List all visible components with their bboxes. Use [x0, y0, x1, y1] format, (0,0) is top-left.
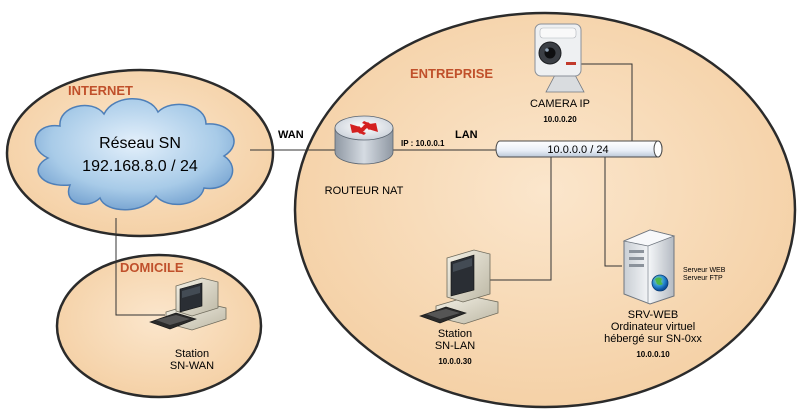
- cloud-label-subnet: 192.168.8.0 / 24: [82, 158, 198, 175]
- server-name-line-1: SRV-WEB: [628, 309, 679, 321]
- server-name-line-3: hébergé sur SN-0xx: [604, 333, 702, 345]
- links: [115, 63, 633, 316]
- camera-name-label: CAMERA IP: [530, 98, 590, 110]
- computer-icon-lan: [419, 249, 499, 325]
- station-wan-name-line-1: Station: [175, 348, 209, 360]
- server-link: [604, 157, 622, 267]
- station-wan-name-line-2: SN-WAN: [170, 360, 214, 372]
- station-lan-ip-label: 10.0.0.30: [438, 357, 472, 366]
- station-lan-name-line-1: Station: [438, 328, 472, 340]
- server-name-line-2: Ordinateur virtuel: [611, 321, 695, 333]
- wan-label: WAN: [278, 129, 304, 141]
- zone-entreprise: [293, 11, 797, 409]
- server-service-web: Serveur WEB: [683, 267, 726, 274]
- camera-icon: [534, 23, 585, 93]
- camera-ip-label: 10.0.0.20: [543, 115, 577, 124]
- globe-icon: [651, 274, 669, 292]
- station-wan-link: [115, 218, 165, 316]
- station-lan-link: [490, 157, 552, 281]
- server-icon: [622, 229, 676, 305]
- lan-bus-label: 10.0.0.0 / 24: [547, 144, 608, 156]
- zone-title-internet: INTERNET: [68, 83, 133, 98]
- server-ip-label: 10.0.0.10: [636, 350, 670, 359]
- router-name-label: ROUTEUR NAT: [325, 185, 404, 197]
- server-service-ftp: Serveur FTP: [683, 275, 723, 282]
- lan-label: LAN: [455, 129, 478, 141]
- zone-domicile: [55, 253, 263, 399]
- zone-title-entreprise: ENTREPRISE: [410, 66, 493, 81]
- lan-bus: 10.0.0.0 / 24: [495, 140, 663, 158]
- zone-title-domicile: DOMICILE: [120, 260, 184, 275]
- cloud-icon: Réseau SN 192.168.8.0 / 24: [34, 98, 235, 211]
- camera-link: [580, 63, 633, 147]
- station-lan-name-line-2: SN-LAN: [435, 340, 475, 352]
- cloud-label-network: Réseau SN: [99, 135, 181, 152]
- router-icon: [334, 115, 394, 165]
- router-ip-label: IP : 10.0.0.1: [401, 139, 445, 148]
- computer-icon-wan: [149, 277, 227, 331]
